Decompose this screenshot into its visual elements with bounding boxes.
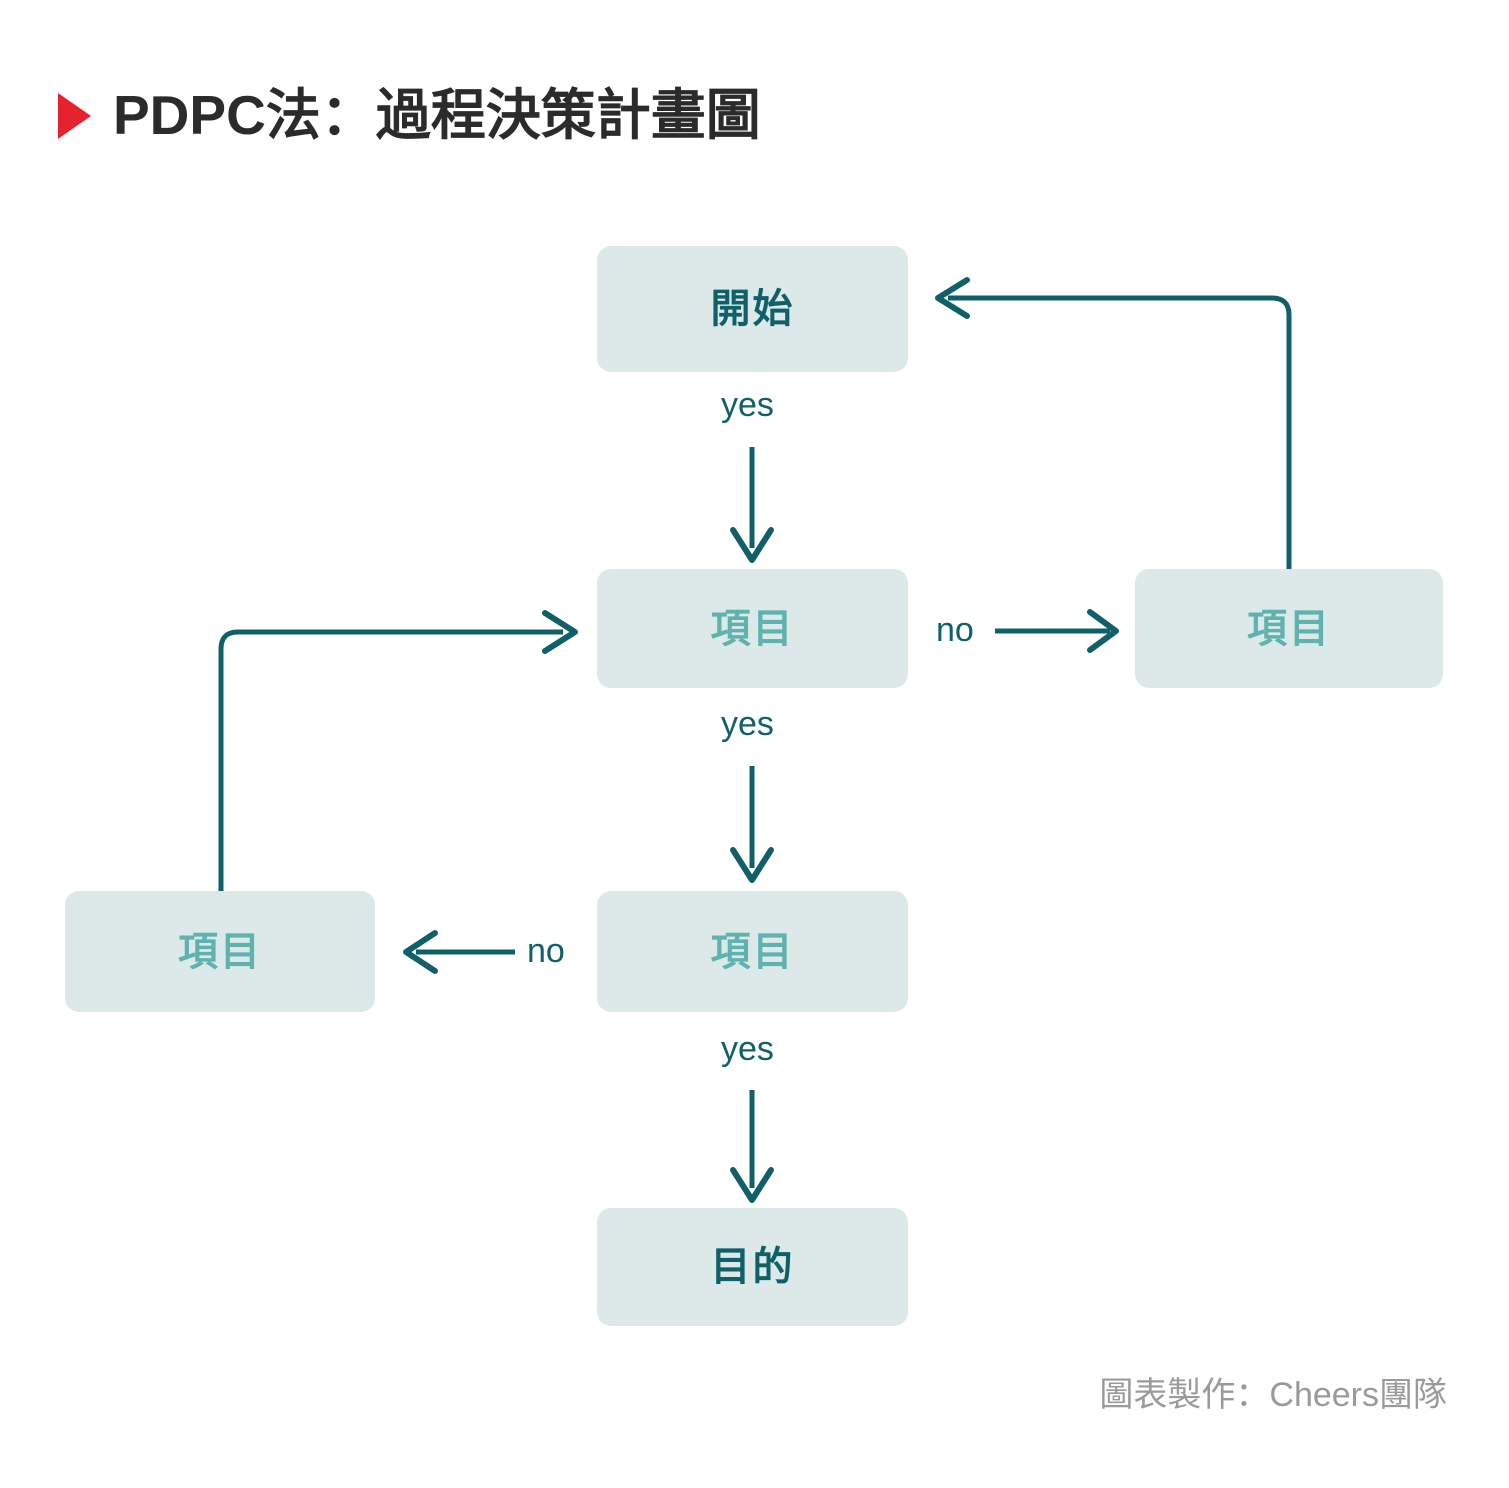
flow-node-label: 開始	[710, 287, 795, 331]
edge-mid-to-right	[995, 609, 1119, 653]
triangle-right-icon	[58, 92, 91, 139]
edge-low-to-left	[403, 930, 515, 974]
edge-label-mid-to-right: no	[936, 611, 974, 649]
edge-label-start-to-mid: yes	[721, 386, 774, 424]
flow-node-label: 目的	[710, 1245, 795, 1289]
flow-node-label: 項目	[710, 929, 795, 974]
flow-node-goal[interactable]: 目的	[597, 1208, 908, 1326]
credit-text: 圖表製作：Cheers團隊	[1099, 1376, 1447, 1414]
flow-node-label: 項目	[178, 929, 262, 974]
flow-node-label: 項目	[710, 606, 795, 651]
edge-label-mid-to-low: yes	[721, 705, 774, 743]
flow-node-mid[interactable]: 項目	[597, 569, 908, 688]
page-title-text: PDPC法：過程決策計畫圖	[113, 84, 761, 146]
flow-node-start[interactable]: 開始	[597, 246, 908, 372]
edge-low-to-goal	[730, 1090, 774, 1203]
edge-left-to-mid	[218, 610, 578, 891]
edge-start-to-mid	[730, 447, 774, 563]
edge-label-low-to-goal: yes	[721, 1030, 774, 1068]
edge-label-low-to-left: no	[527, 932, 565, 970]
flow-node-left[interactable]: 項目	[65, 891, 375, 1012]
flow-node-label: 項目	[1247, 606, 1331, 651]
page-title: PDPC法：過程決策計畫圖	[58, 88, 761, 143]
flow-node-low[interactable]: 項目	[597, 891, 908, 1012]
flow-node-right[interactable]: 項目	[1135, 569, 1443, 688]
edge-mid-to-low	[730, 766, 774, 883]
edge-right-to-start	[935, 277, 1292, 569]
